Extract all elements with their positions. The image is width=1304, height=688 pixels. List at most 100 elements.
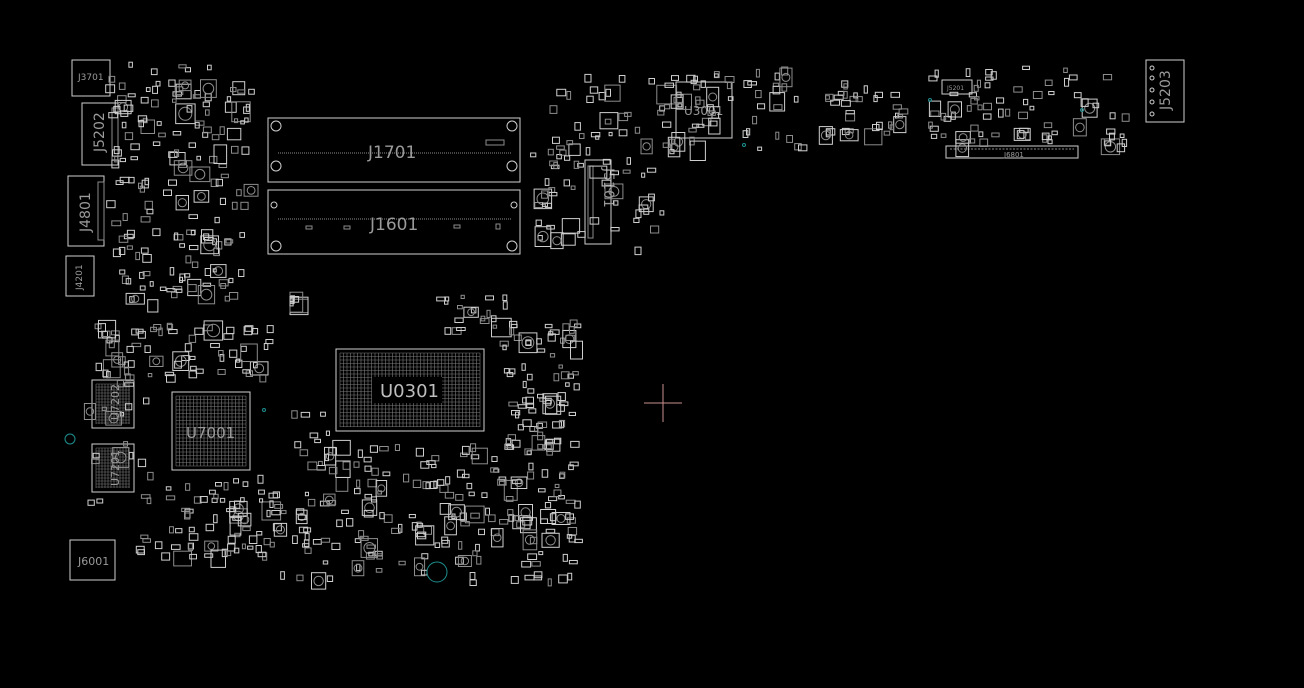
passive-component[interactable] [976, 79, 982, 88]
passive-component[interactable] [415, 447, 424, 457]
passive-component[interactable] [545, 400, 552, 406]
passive-component[interactable] [650, 225, 660, 234]
passive-component[interactable] [83, 403, 96, 420]
passive-component[interactable] [940, 133, 947, 138]
passive-component[interactable] [228, 277, 234, 284]
passive-component[interactable] [554, 483, 560, 488]
passive-component[interactable] [227, 535, 236, 544]
passive-component[interactable] [984, 82, 991, 89]
passive-component[interactable] [124, 132, 134, 141]
passive-component[interactable] [1051, 130, 1058, 136]
passive-component[interactable] [247, 545, 254, 550]
passive-component[interactable] [564, 155, 571, 161]
passive-component[interactable] [423, 526, 433, 535]
passive-component[interactable] [163, 189, 172, 196]
passive-component[interactable] [382, 471, 391, 477]
passive-component[interactable] [561, 218, 581, 234]
passive-component[interactable] [548, 192, 558, 197]
passive-component[interactable] [755, 90, 762, 99]
passive-component[interactable] [955, 131, 971, 144]
passive-component[interactable] [549, 329, 560, 335]
passive-component[interactable] [707, 110, 716, 116]
passive-component[interactable] [291, 410, 298, 419]
passive-component[interactable] [119, 176, 130, 184]
passive-component[interactable] [589, 86, 599, 94]
passive-component[interactable] [169, 526, 174, 534]
passive-component[interactable] [184, 67, 191, 73]
passive-component[interactable] [794, 143, 802, 151]
passive-component[interactable] [189, 355, 196, 360]
passive-component[interactable] [462, 473, 470, 479]
passive-component[interactable] [455, 556, 464, 565]
passive-component[interactable] [92, 452, 100, 459]
passive-component[interactable] [535, 219, 542, 227]
passive-component[interactable] [898, 108, 909, 115]
passive-component[interactable] [670, 94, 684, 109]
passive-component[interactable] [1016, 130, 1025, 140]
passive-component[interactable] [439, 503, 451, 515]
passive-component[interactable] [242, 369, 251, 374]
passive-component[interactable] [391, 527, 401, 534]
passive-component[interactable] [569, 461, 579, 467]
passive-component[interactable] [511, 439, 521, 448]
passive-component[interactable] [205, 109, 210, 116]
passive-component[interactable] [212, 238, 218, 246]
passive-component[interactable] [558, 574, 568, 584]
passive-component[interactable] [755, 68, 760, 78]
passive-component[interactable] [513, 334, 522, 341]
passive-component[interactable] [238, 269, 245, 278]
passive-component[interactable] [634, 126, 641, 134]
passive-component[interactable] [562, 553, 568, 562]
passive-component[interactable] [324, 446, 337, 466]
passive-component[interactable] [1092, 102, 1100, 109]
passive-component[interactable] [798, 144, 808, 152]
passive-component[interactable] [560, 233, 576, 246]
passive-component[interactable] [193, 496, 202, 504]
passive-component[interactable] [928, 75, 938, 82]
passive-component[interactable] [116, 380, 125, 388]
passive-component[interactable] [457, 305, 463, 310]
passive-component[interactable] [210, 343, 220, 348]
connector-j4201[interactable]: J4201 [65, 255, 95, 297]
passive-component[interactable] [1064, 77, 1070, 87]
passive-component[interactable] [691, 123, 700, 128]
passive-component[interactable] [253, 362, 258, 369]
passive-component[interactable] [219, 497, 226, 503]
passive-component[interactable] [174, 232, 179, 241]
passive-component[interactable] [538, 488, 546, 493]
passive-component[interactable] [508, 514, 515, 522]
passive-component[interactable] [172, 98, 177, 103]
passive-component[interactable] [504, 443, 512, 448]
passive-component[interactable] [463, 306, 479, 318]
passive-component[interactable] [298, 526, 309, 534]
chip-u7001[interactable]: U7001 [171, 391, 251, 471]
passive-component[interactable] [589, 165, 608, 179]
passive-component[interactable] [843, 83, 848, 90]
passive-component[interactable] [178, 64, 187, 69]
passive-component[interactable] [346, 518, 354, 527]
passive-component[interactable] [505, 496, 514, 502]
passive-component[interactable] [259, 498, 264, 503]
passive-component[interactable] [357, 449, 363, 458]
passive-component[interactable] [137, 549, 146, 556]
passive-component[interactable] [232, 81, 246, 96]
passive-component[interactable] [548, 496, 558, 502]
passive-component[interactable] [1043, 122, 1053, 129]
passive-component[interactable] [307, 461, 318, 471]
passive-component[interactable] [556, 145, 565, 150]
passive-component[interactable] [1019, 127, 1029, 134]
passive-component[interactable] [949, 91, 959, 97]
passive-component[interactable] [1121, 113, 1130, 122]
passive-component[interactable] [144, 345, 151, 353]
passive-component[interactable] [274, 504, 284, 509]
passive-component[interactable] [604, 84, 621, 102]
passive-component[interactable] [314, 438, 322, 444]
passive-component[interactable] [239, 232, 245, 238]
passive-component[interactable] [502, 344, 507, 351]
passive-component[interactable] [610, 170, 619, 176]
connector-j5201[interactable]: J5201 [941, 79, 973, 95]
passive-component[interactable] [433, 480, 439, 489]
passive-component[interactable] [215, 178, 223, 187]
passive-component[interactable] [128, 61, 133, 68]
passive-component[interactable] [331, 542, 341, 550]
